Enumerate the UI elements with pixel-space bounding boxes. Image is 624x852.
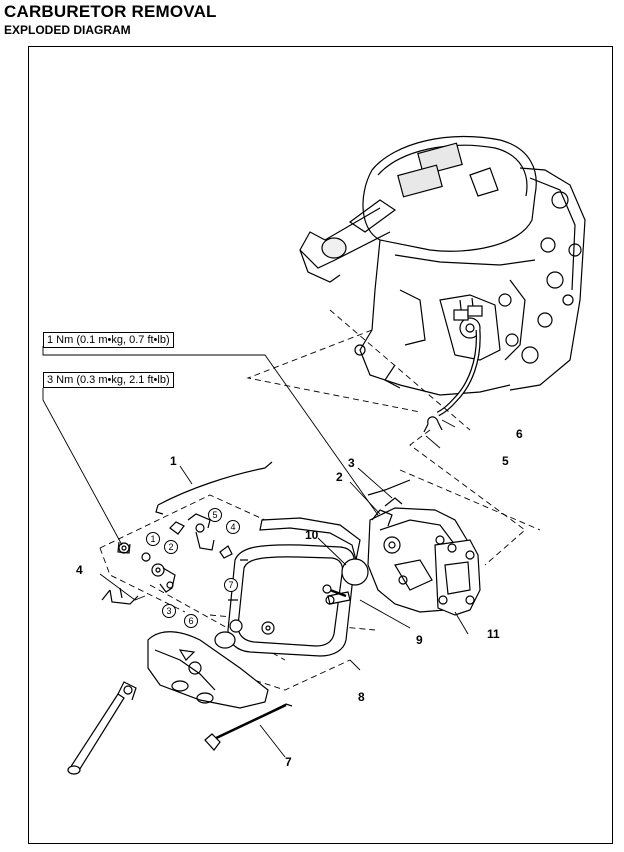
circled-callout-6: 6 <box>184 614 198 628</box>
silencer-cover <box>67 631 293 775</box>
callout-5: 5 <box>502 454 509 468</box>
choke-rod <box>367 479 411 496</box>
hose-clip <box>423 416 443 433</box>
torque-leaders <box>42 346 386 546</box>
throttle-rod <box>155 461 273 515</box>
callout-4: 4 <box>76 563 83 577</box>
diagram-frame <box>28 46 613 844</box>
callout-leaders <box>99 419 469 758</box>
torque-spec-lower: 3 Nm (0.3 m•kg, 2.1 ft•lb) <box>43 372 174 388</box>
carburetor-screw <box>322 584 347 598</box>
circled-callout-7: 7 <box>224 578 238 592</box>
gasket <box>341 558 369 586</box>
callout-2: 2 <box>336 470 343 484</box>
callout-1: 1 <box>170 454 177 468</box>
page-subtitle: EXPLODED DIAGRAM <box>4 23 131 37</box>
callout-7: 7 <box>285 755 292 769</box>
linkage-parts <box>101 513 233 605</box>
carburetor <box>367 497 481 616</box>
circled-callout-4: 4 <box>226 520 240 534</box>
torque-spec-upper: 1 Nm (0.1 m•kg, 0.7 ft•lb) <box>43 332 174 348</box>
callout-3: 3 <box>348 456 355 470</box>
air-silencer <box>214 517 361 657</box>
callout-11: 11 <box>487 627 500 641</box>
assembly-leaders <box>246 309 541 566</box>
callout-8: 8 <box>358 690 365 704</box>
circled-callout-1: 1 <box>146 532 160 546</box>
callout-6: 6 <box>516 427 523 441</box>
circled-callout-2: 2 <box>164 540 178 554</box>
circled-callout-5: 5 <box>208 508 222 522</box>
engine-assembly <box>299 135 586 417</box>
circled-callout-3: 3 <box>162 604 176 618</box>
callout-9: 9 <box>416 633 423 647</box>
page-title: CARBURETOR REMOVAL <box>4 2 217 21</box>
callout-10: 10 <box>305 528 319 542</box>
